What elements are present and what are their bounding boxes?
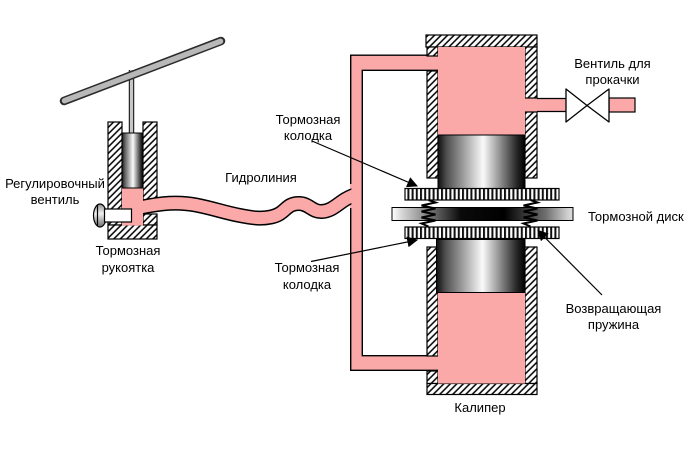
caliper-upper-wall-right-b [524, 111, 538, 179]
label-adjusting-valve: Регулировочный вентиль [5, 175, 105, 208]
supply-pipe-outline [350, 54, 440, 371]
caliper-upper-fluid [438, 47, 525, 136]
caliper-lower-piston [436, 239, 526, 293]
caliper-upper-wall-right-a [524, 46, 538, 99]
label-brake-pad-top: Тормозная колодка [275, 111, 341, 144]
label-caliper: Калипер [454, 399, 506, 415]
bleed-valve-symbol [565, 88, 610, 123]
master-wall-right-lower [142, 213, 158, 226]
label-brake-lever: Тормозная рукоятка [95, 243, 161, 275]
hydraulic-line-fluid [138, 187, 362, 225]
master-wall-bottom [107, 224, 158, 240]
caliper-upper-wall-left-b [426, 70, 439, 179]
caliper-upper-piston [437, 134, 526, 190]
caliper-upper-body [425, 34, 538, 179]
screw-shank [103, 208, 133, 223]
label-brake-disc: Тормозной диск [588, 208, 684, 224]
lever-bar-fill [61, 38, 224, 104]
return-spring-left [418, 199, 440, 228]
brake-disc [391, 207, 574, 221]
annotation-arrows [310, 140, 603, 296]
master-cylinder-body [107, 121, 158, 240]
caliper-lower-wall-left-b [426, 370, 439, 385]
label-brake-pad-bottom: Тормозная колодка [274, 260, 340, 292]
caliper-upper-wall-left-a [426, 46, 439, 57]
arrow-to-spring [537, 229, 603, 296]
adjusting-valve-screw [92, 203, 133, 228]
arrow-to-top-pad [311, 140, 418, 188]
supply-pipe [350, 54, 440, 371]
arrow-to-bottom-pad [310, 236, 419, 263]
bleed-pipe-outlet [608, 97, 636, 113]
brake-lever-assembly [59, 36, 226, 136]
master-cylinder-piston [121, 132, 144, 189]
label-bleed-valve: Вентиль для прокачки [574, 55, 651, 88]
caliper-upper-wall-top [425, 34, 538, 48]
brake-pad-bottom [404, 226, 560, 240]
supply-pipe-junction [351, 183, 362, 210]
brake-pad-top [404, 187, 560, 201]
label-return-spring: Возвращающая пружина [565, 300, 662, 333]
return-spring-right [520, 199, 542, 228]
caliper-lower-wall-bottom [426, 382, 538, 396]
caliper-lower-wall-right [524, 246, 538, 385]
hydraulic-line-tube [138, 186, 362, 226]
label-hydraulic-line: Гидролиния [225, 169, 297, 185]
caliper-lower-fluid [438, 292, 525, 384]
master-wall-right-upper [142, 121, 158, 201]
